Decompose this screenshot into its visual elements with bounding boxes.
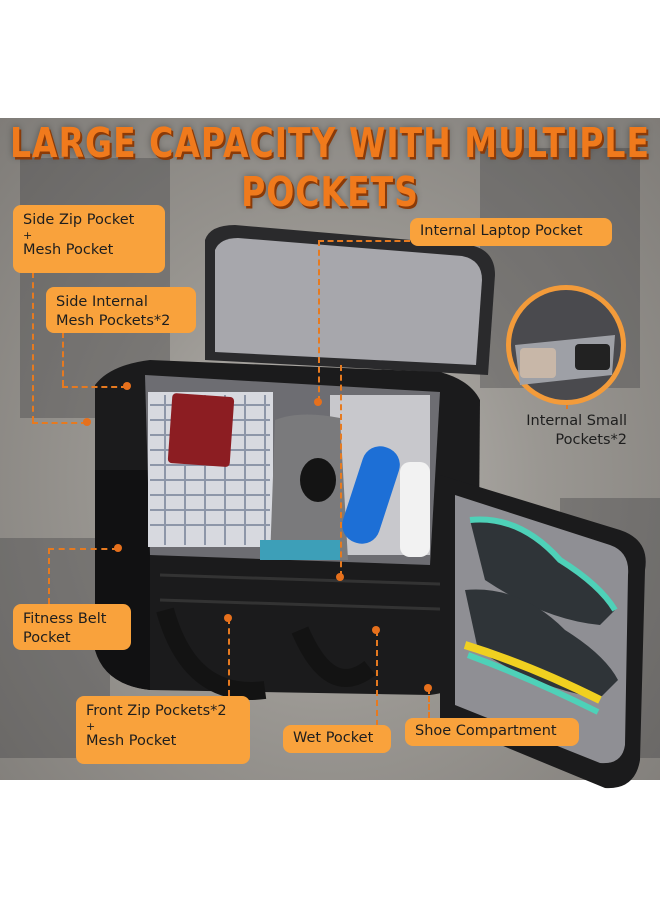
leader-side-internal-h [62,386,127,388]
label-internal-laptop: Internal Laptop Pocket [410,218,612,246]
label-side-zip-pocket: Side Zip Pocket + Mesh Pocket [13,205,165,273]
leader-wet [376,630,378,726]
leader-shoe [428,688,430,718]
label-internal-small: Internal Small Pockets*2 [503,406,633,452]
leader-side-zip [32,272,34,422]
label-line: Internal Laptop Pocket [420,223,583,239]
label-line: + [86,720,96,733]
leader-fitness-h [48,548,118,550]
marker-dot [123,382,131,390]
label-line: Front Zip Pockets*2 [86,703,227,719]
marker-dot [372,626,380,634]
leader-front [228,618,230,696]
label-line: Pocket [23,630,71,646]
label-shoe-compartment: Shoe Compartment [405,718,579,746]
label-side-internal-mesh: Side Internal Mesh Pockets*2 [46,287,196,333]
label-line: Wet Pocket [293,730,374,746]
label-line: + [23,229,33,242]
label-line: Pockets*2 [555,432,627,448]
label-line: Side Zip Pocket [23,212,135,228]
page-title: LARGE CAPACITY WITH MULTIPLE POCKETS [10,118,650,216]
label-fitness-belt: Fitness Belt Pocket [13,604,131,650]
leader-side-internal [62,332,64,386]
leader-laptop-v [318,240,320,402]
label-line: Shoe Compartment [415,723,557,739]
label-line: Internal Small [526,413,627,429]
leader-fitness [48,548,50,604]
bottle-illustration [342,446,400,544]
label-line: Fitness Belt [23,611,107,627]
marker-dot [424,684,432,692]
label-line: Mesh Pocket [23,242,114,258]
marker-dot [314,398,322,406]
leader-small [566,405,568,409]
label-line: Side Internal [56,294,148,310]
marker-dot [224,614,232,622]
label-line: Mesh Pockets*2 [56,313,171,329]
leader-side-zip-h [32,422,87,424]
marker-dot [336,573,344,581]
leader-laptop [318,240,410,242]
shoe-illustration [470,519,615,625]
marker-dot [83,418,91,426]
marker-dot [114,544,122,552]
label-front-zip: Front Zip Pockets*2 + Mesh Pocket [76,696,250,764]
leader-wet-inner [340,365,342,577]
label-wet-pocket: Wet Pocket [283,725,391,753]
label-line: Mesh Pocket [86,733,177,749]
